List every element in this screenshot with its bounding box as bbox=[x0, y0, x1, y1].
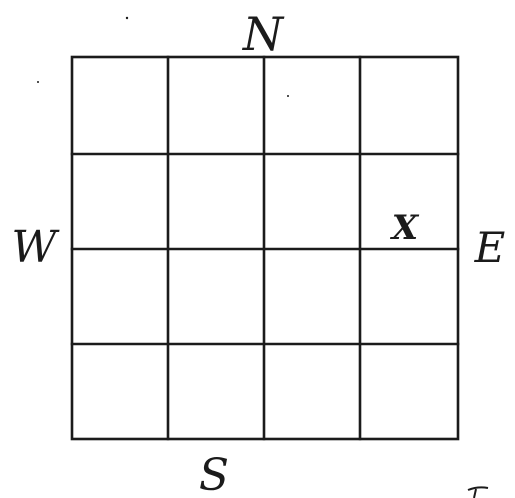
stray-dot-1 bbox=[125, 16, 129, 20]
stray-marks bbox=[37, 16, 489, 498]
south-label: S bbox=[199, 450, 229, 498]
stray-mark-bottom-right bbox=[467, 486, 489, 491]
north-label: N bbox=[242, 7, 285, 61]
stray-dot-3 bbox=[287, 95, 289, 97]
west-label: W bbox=[11, 222, 60, 273]
east-label: E bbox=[474, 223, 506, 272]
x-marker: X bbox=[390, 208, 420, 248]
stray-dot-2 bbox=[37, 81, 39, 83]
stray-mark-bottom-right-tail bbox=[473, 488, 477, 498]
grid bbox=[70, 55, 460, 441]
